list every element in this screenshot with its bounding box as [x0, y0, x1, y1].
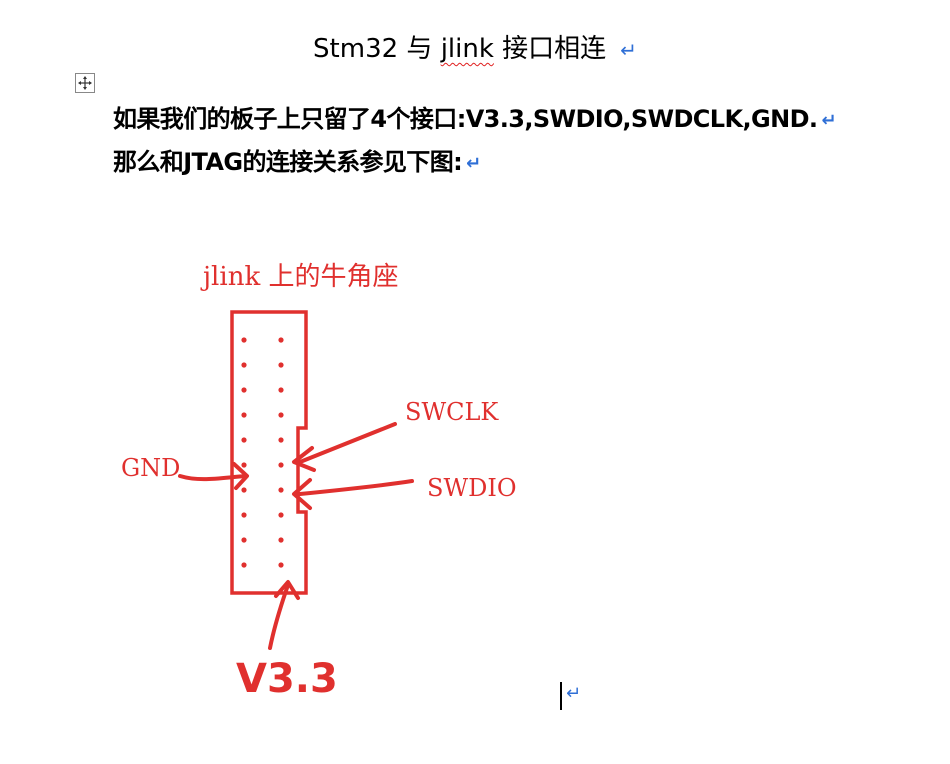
pin-dot — [241, 412, 247, 418]
table-move-handle-icon[interactable] — [75, 73, 95, 93]
pin-dot — [241, 562, 247, 568]
move-cross-icon — [78, 76, 92, 90]
pin-dot — [241, 387, 247, 393]
pin-dot — [241, 437, 247, 443]
paragraph-mark-icon: ↵ — [466, 152, 481, 174]
title-prefix: Stm32 与 — [313, 34, 441, 64]
pin-grid — [241, 337, 284, 568]
pin-dot — [241, 462, 247, 468]
pin-dot — [278, 337, 284, 343]
pin-dot — [278, 512, 284, 518]
paragraph-mark-icon: ↵ — [821, 109, 836, 131]
pin-dot — [278, 387, 284, 393]
gnd-arrowhead — [232, 462, 249, 490]
paragraph-mark-icon: ↵ — [566, 683, 582, 704]
body-line-2-text: 那么和JTAG的连接关系参见下图: — [113, 148, 463, 176]
pin-dot — [278, 362, 284, 368]
v33-arrow — [268, 583, 290, 650]
pin-dot — [278, 462, 284, 468]
body-line-1: 如果我们的板子上只留了4个接口:V3.3,SWDIO,SWDCLK,GND.↵ — [113, 99, 837, 134]
swdio-arrow — [298, 479, 414, 496]
pin-dot — [241, 512, 247, 518]
title-underlined-word: jlink — [440, 34, 494, 64]
gnd-arrow — [178, 474, 248, 482]
swclk-arrow — [298, 422, 397, 464]
swdio-label: SWDIO — [427, 474, 517, 502]
pin-dot — [241, 487, 247, 493]
pin-dot — [278, 537, 284, 543]
figure-header-label: jlink 上的牛角座 — [200, 262, 398, 292]
title-suffix: 接口相连 — [493, 34, 607, 64]
swclk-label: SWCLK — [405, 398, 499, 426]
pin-dot — [241, 337, 247, 343]
pin-dot — [241, 537, 247, 543]
document-title: Stm32 与 jlink 接口相连 ↵ — [0, 28, 950, 65]
pin-dot — [278, 562, 284, 568]
text-cursor — [560, 682, 562, 710]
pin-dot — [278, 487, 284, 493]
gnd-label: GND — [121, 454, 180, 482]
pin-dot — [278, 437, 284, 443]
connector-outline — [230, 310, 308, 595]
paragraph-mark-icon: ↵ — [620, 37, 637, 62]
swdio-arrowhead — [292, 478, 312, 510]
pin-dot — [278, 412, 284, 418]
swclk-arrowhead — [292, 446, 316, 472]
v33-label: V3.3 — [236, 656, 338, 702]
body-line-1-text: 如果我们的板子上只留了4个接口:V3.3,SWDIO,SWDCLK,GND. — [113, 105, 818, 133]
body-line-2: 那么和JTAG的连接关系参见下图:↵ — [113, 142, 481, 177]
v33-arrowhead — [274, 580, 300, 600]
pin-dot — [241, 362, 247, 368]
